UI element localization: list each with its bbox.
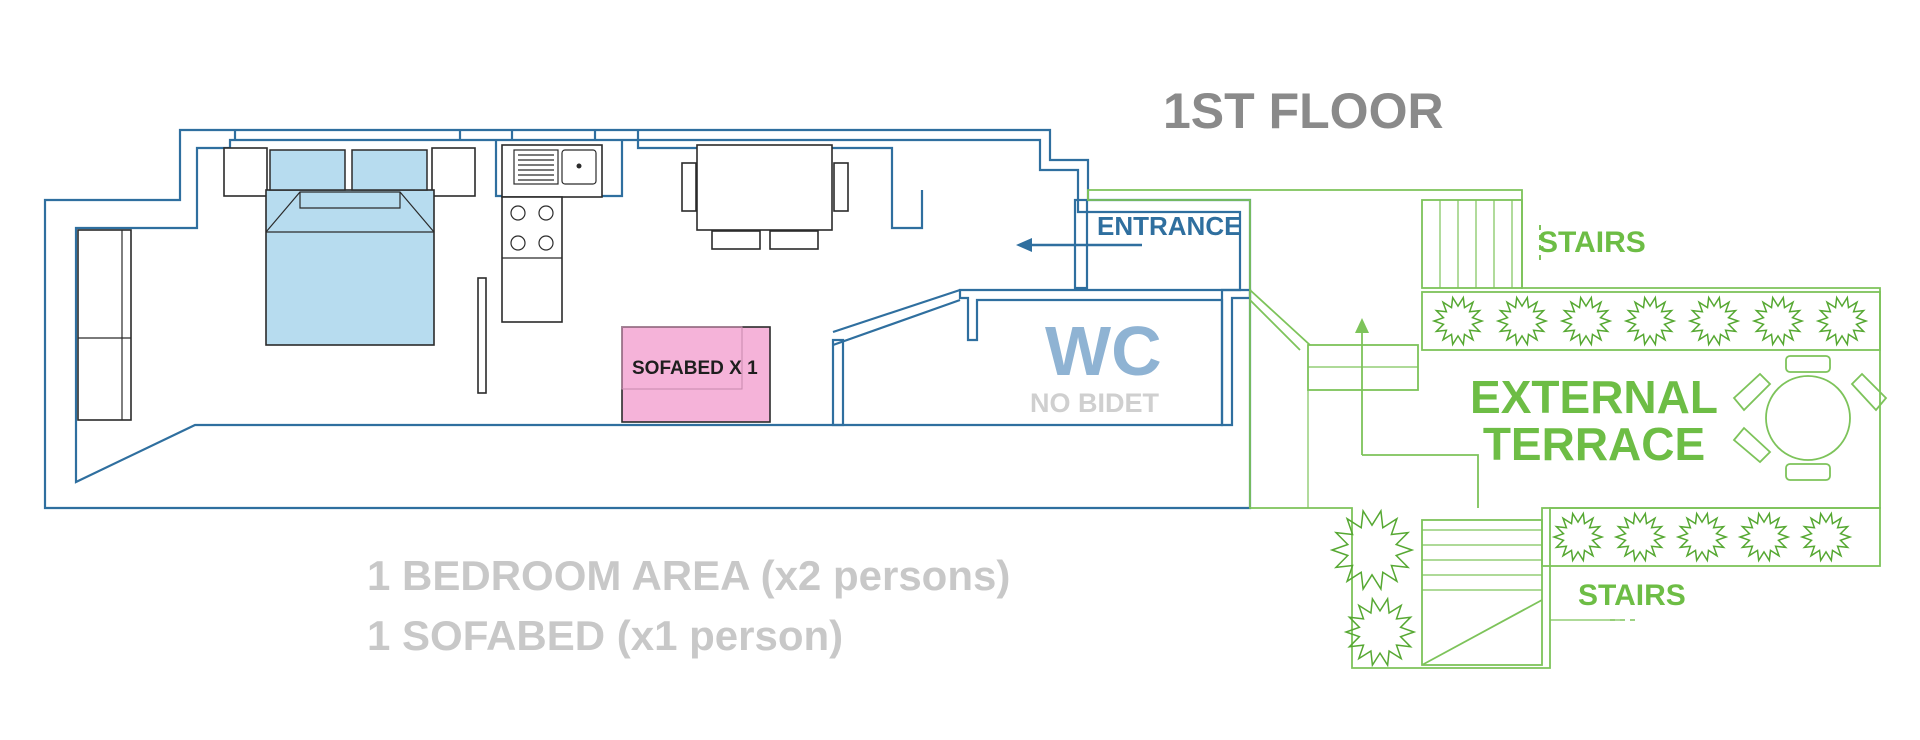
chair <box>833 162 849 212</box>
pillow <box>351 149 428 191</box>
entrance-arrow-icon <box>1016 238 1142 252</box>
shrub-icon <box>1799 511 1853 563</box>
shrub-icon <box>1751 295 1805 347</box>
bedroom-door <box>477 277 487 394</box>
shrub-icon <box>1623 295 1677 347</box>
pillow <box>269 149 346 191</box>
shrub-icon <box>1815 295 1869 347</box>
double-bed <box>265 189 435 346</box>
dining-table <box>696 144 833 231</box>
round-table-icon <box>1732 355 1888 481</box>
inner-wall-outline <box>74 138 1242 484</box>
summary-line-2: 1 SOFABED (x1 person) <box>367 612 843 659</box>
shrub-icon <box>1343 596 1417 668</box>
kitchen-counter <box>501 196 563 323</box>
hob-icon <box>510 205 554 251</box>
floor-title: 1ST FLOOR <box>1163 83 1444 139</box>
plants <box>1329 295 1869 668</box>
stairs-bottom-label: STAIRS <box>1578 579 1686 612</box>
wc-door-swing <box>832 288 961 334</box>
drainer-lines <box>518 154 554 181</box>
shrub-icon <box>1329 508 1415 592</box>
chair <box>711 230 761 250</box>
bed-sheet <box>299 192 401 209</box>
chair <box>681 162 697 212</box>
sofabed-cushion <box>621 326 743 390</box>
stairs-top-label: STAIRS <box>1538 226 1646 259</box>
bed-sheet <box>265 191 435 233</box>
summary-line-1: 1 BEDROOM AREA (x2 persons) <box>367 552 1010 599</box>
wc-door-swing <box>832 298 961 347</box>
shrub-icon <box>1613 511 1667 563</box>
shrub-icon <box>1559 295 1613 347</box>
wardrobe <box>77 229 132 421</box>
kitchen-wall <box>598 140 624 198</box>
sink-basin <box>561 149 597 185</box>
sink-drain <box>576 163 582 169</box>
terrace-label-line2: TERRACE <box>1483 418 1705 470</box>
shrub-icon <box>1675 511 1729 563</box>
path-line <box>1362 454 1479 508</box>
sink-drainer <box>513 149 559 185</box>
ramp-line <box>1249 289 1311 346</box>
shrub-icon <box>1687 295 1741 347</box>
dining-wall <box>636 140 924 230</box>
sink-counter <box>501 144 603 198</box>
bedside-table-left <box>223 147 268 197</box>
chair <box>769 230 819 250</box>
no-bidet-label: NO BIDET <box>1030 388 1160 418</box>
outer-wall <box>43 128 1252 510</box>
shrub-icon <box>1737 511 1791 563</box>
bedside-table-right <box>431 147 476 197</box>
planter-top <box>1421 291 1881 351</box>
wc-door <box>831 338 845 427</box>
entrance-label: ENTRANCE <box>1097 211 1241 241</box>
up-arrow-icon <box>1355 318 1369 333</box>
furniture <box>77 144 849 423</box>
shrub-icon <box>1495 295 1549 347</box>
sofabed-label: SOFABED X 1 <box>632 358 758 379</box>
terrace-label-line1: EXTERNAL <box>1470 371 1718 423</box>
lower-stairs-steps <box>1422 529 1542 591</box>
wc-label: WC <box>1045 312 1162 390</box>
shrub-icon <box>1431 295 1485 347</box>
apartment-walls <box>43 128 1252 510</box>
upper-stairs-steps <box>1439 200 1513 288</box>
ramp-line <box>1249 299 1301 351</box>
external-terrace <box>1087 189 1888 669</box>
upper-stairs <box>1421 199 1523 289</box>
lower-stairs <box>1421 519 1543 666</box>
stairs-diagonal <box>1421 599 1543 666</box>
shrub-icon <box>1551 511 1605 563</box>
